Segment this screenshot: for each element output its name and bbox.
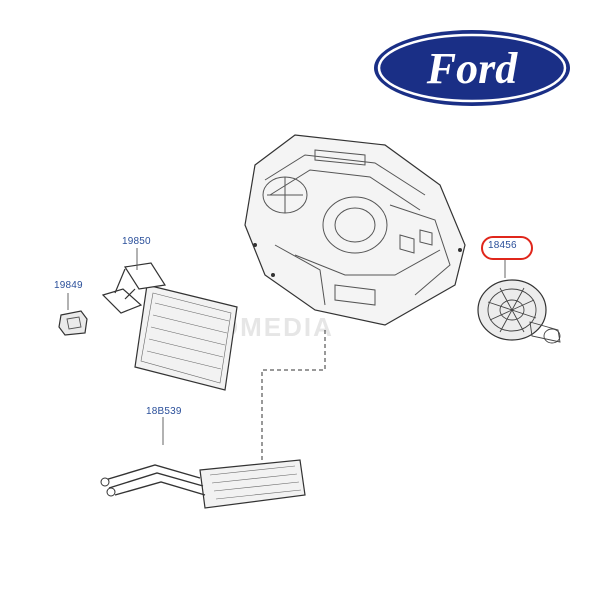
evaporator-core-illustration: [101, 262, 238, 391]
pressure-switch-illustration: [58, 310, 88, 336]
dashed-assembly-line: [261, 330, 326, 460]
highlight-ring-18456: [481, 236, 533, 260]
part-number-19850[interactable]: 19850: [122, 236, 151, 247]
part-number-18B539[interactable]: 18B539: [146, 406, 182, 417]
blower-motor-illustration: [477, 279, 561, 344]
heater-core-illustration: [100, 459, 306, 509]
part-number-19849[interactable]: 19849: [54, 280, 83, 291]
hvac-housing-illustration: [244, 134, 466, 326]
logo-wordmark: Ford: [426, 44, 518, 93]
ford-logo: Ford: [374, 30, 570, 106]
part-number-18456[interactable]: 18456: [488, 240, 517, 251]
